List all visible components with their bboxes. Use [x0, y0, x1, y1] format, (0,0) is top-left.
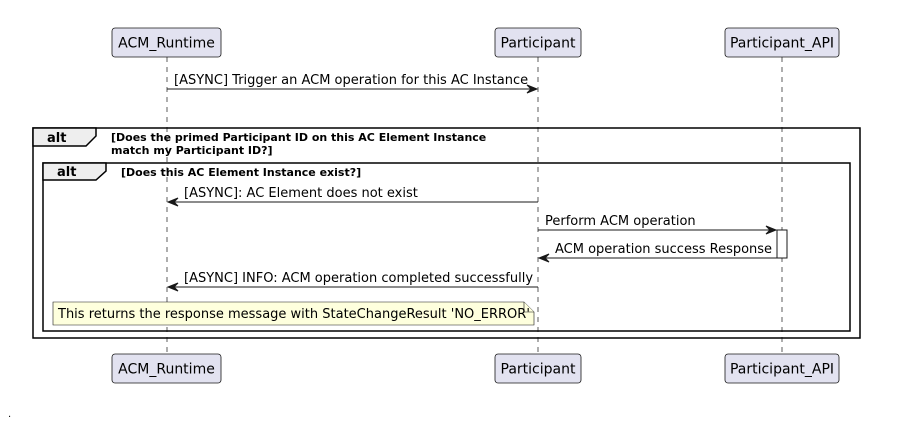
outer-alt-tab: [32, 127, 97, 147]
participant-participant-api-top: Participant_API: [724, 27, 840, 58]
message-acm-operation-completed: [ASYNC] INFO: ACM operation completed su…: [166, 271, 538, 292]
participant-participant-top: Participant: [494, 27, 582, 58]
inner-alt-frame: [42, 162, 851, 332]
participant-box: [111, 353, 222, 384]
participant-acm-runtime-top: ACM_Runtime: [111, 27, 222, 58]
participant-box: [494, 27, 582, 58]
arrowhead-icon: [765, 225, 778, 235]
inner-alt-guard: [Does this AC Element Instance exist?]: [121, 166, 361, 179]
participant-box: [724, 353, 840, 384]
message-label: Perform ACM operation: [545, 214, 696, 229]
footer-mark: .: [8, 409, 11, 420]
message-ac-element-not-exist: [ASYNC]: AC Element does not exist: [166, 186, 538, 207]
arrowhead-icon: [537, 253, 550, 263]
arrowhead-icon: [166, 197, 179, 207]
message-trigger-acm-operation: [ASYNC] Trigger an ACM operation for thi…: [167, 73, 539, 94]
participant-api-activation-bar: [776, 229, 788, 259]
participant-label: Participant: [501, 362, 576, 378]
participant-label: ACM_Runtime: [118, 362, 215, 378]
inner-alt-fragment: alt [Does this AC Element Instance exist…: [42, 162, 851, 332]
inner-alt-tab: [42, 162, 107, 181]
arrowhead-icon: [526, 84, 539, 94]
response-note: This returns the response message with S…: [52, 301, 535, 326]
note-text: This returns the response message with S…: [57, 307, 530, 322]
note-body: [52, 301, 535, 326]
message-acm-success-response: ACM operation success Response: [537, 242, 777, 263]
outer-alt-fragment: alt [Does the primed Participant ID on t…: [32, 127, 861, 339]
message-label: [ASYNC] INFO: ACM operation completed su…: [184, 271, 533, 286]
participant-label: ACM_Runtime: [118, 36, 215, 52]
message-label: [ASYNC]: AC Element does not exist: [184, 186, 418, 201]
message-perform-acm-operation: Perform ACM operation: [538, 214, 778, 235]
outer-alt-guard-line2: match my Participant ID?]: [111, 144, 273, 157]
participant-box: [111, 27, 222, 58]
message-label: [ASYNC] Trigger an ACM operation for thi…: [174, 73, 528, 88]
note-fold-icon: [523, 302, 534, 313]
outer-alt-frame: [32, 127, 861, 339]
participant-label: Participant_API: [730, 36, 834, 52]
message-label: ACM operation success Response: [555, 242, 772, 257]
arrowhead-icon: [166, 282, 179, 292]
participant-label: Participant: [501, 36, 576, 52]
participant-box: [724, 27, 840, 58]
outer-alt-keyword: alt: [47, 131, 66, 146]
participant-label: Participant_API: [730, 362, 834, 378]
outer-alt-guard-line1: [Does the primed Participant ID on this …: [111, 131, 486, 144]
participant-participant-bottom: Participant: [494, 353, 582, 384]
participant-acm-runtime-bottom: ACM_Runtime: [111, 353, 222, 384]
inner-alt-keyword: alt: [57, 165, 76, 180]
participant-participant-api-bottom: Participant_API: [724, 353, 840, 384]
participant-box: [494, 353, 582, 384]
